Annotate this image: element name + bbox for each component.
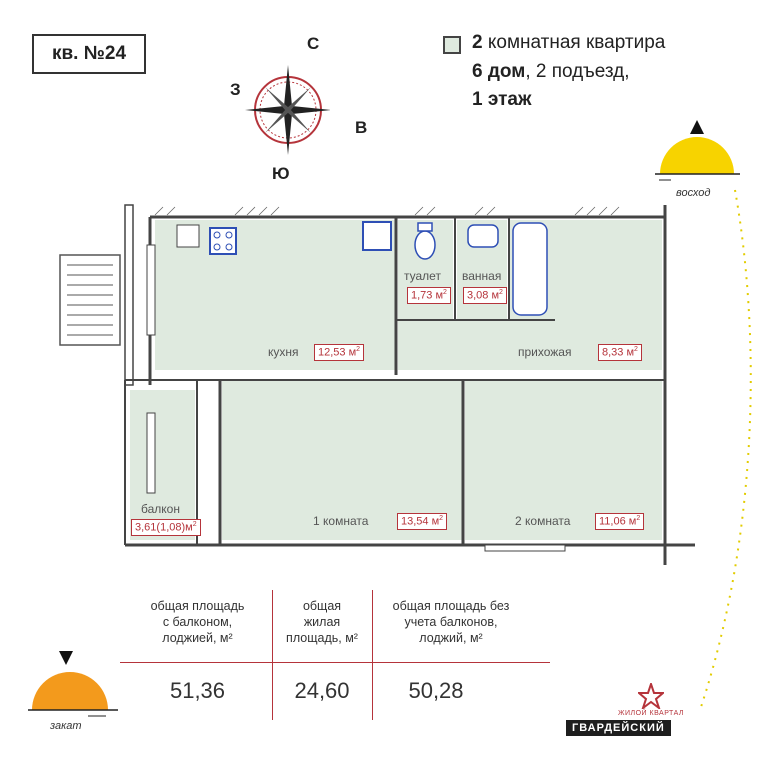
compass-north-label: С — [307, 34, 320, 53]
logo-name: ГВАРДЕЙСКИЙ — [566, 720, 671, 736]
legend-floor: 1 этаж — [472, 89, 532, 110]
room-label-room2: 2 комната — [515, 514, 571, 528]
area-tag-kitchen: 12,53 м2 — [314, 344, 365, 361]
stats-value-living: 24,60 — [294, 678, 350, 703]
apartment-number-badge: кв. №24 — [32, 34, 146, 74]
room-label-toilet: туалет — [404, 269, 441, 283]
area-tag-toilet: 1,73 м2 — [407, 287, 451, 304]
compass-east-label: В — [355, 118, 368, 137]
stats-divider-horizontal — [120, 662, 550, 663]
legend-house-entrance: 6 дом, 2 подъезд, — [472, 61, 630, 82]
room-label-hallway: прихожая — [518, 345, 572, 359]
sunset-icon — [28, 651, 118, 717]
room-label-room1: 1 комната — [313, 514, 369, 528]
area-tag-hallway: 8,33 м2 — [598, 344, 642, 361]
stats-divider-vertical-1 — [272, 590, 273, 720]
area-tag-balcony: 3,61(1,08)м2 — [131, 519, 201, 536]
area-tag-room1: 13,54 м2 — [397, 513, 448, 530]
legend-apartment-type: 2 комнатная квартира — [472, 32, 666, 53]
compass-rose-icon — [245, 65, 330, 155]
sunset-caption: закат — [50, 720, 82, 732]
legend-color-swatch — [443, 36, 461, 54]
room-label-kitchen: кухня — [268, 345, 299, 359]
room-label-bathroom: ванная — [462, 269, 502, 283]
floor-plan — [59, 204, 695, 565]
room-label-balcony: балкон — [141, 502, 180, 516]
star-logo-icon — [638, 683, 664, 709]
logo-subtitle: ЖИЛОЙ КВАРТАЛ — [618, 710, 685, 717]
area-tag-room2: 11,06 м2 — [595, 513, 645, 530]
compass-west-label: З — [230, 80, 241, 99]
sunrise-caption: восход — [676, 187, 711, 199]
sunrise-icon — [655, 120, 740, 181]
area-tag-bathroom: 3,08 м2 — [463, 287, 507, 304]
stats-value-total-with-balcony: 51,36 — [169, 678, 226, 703]
compass-south-label: Ю — [272, 164, 290, 183]
stats-divider-vertical-2 — [372, 590, 373, 720]
stats-value-total-without-balcony: 50,28 — [408, 678, 464, 703]
